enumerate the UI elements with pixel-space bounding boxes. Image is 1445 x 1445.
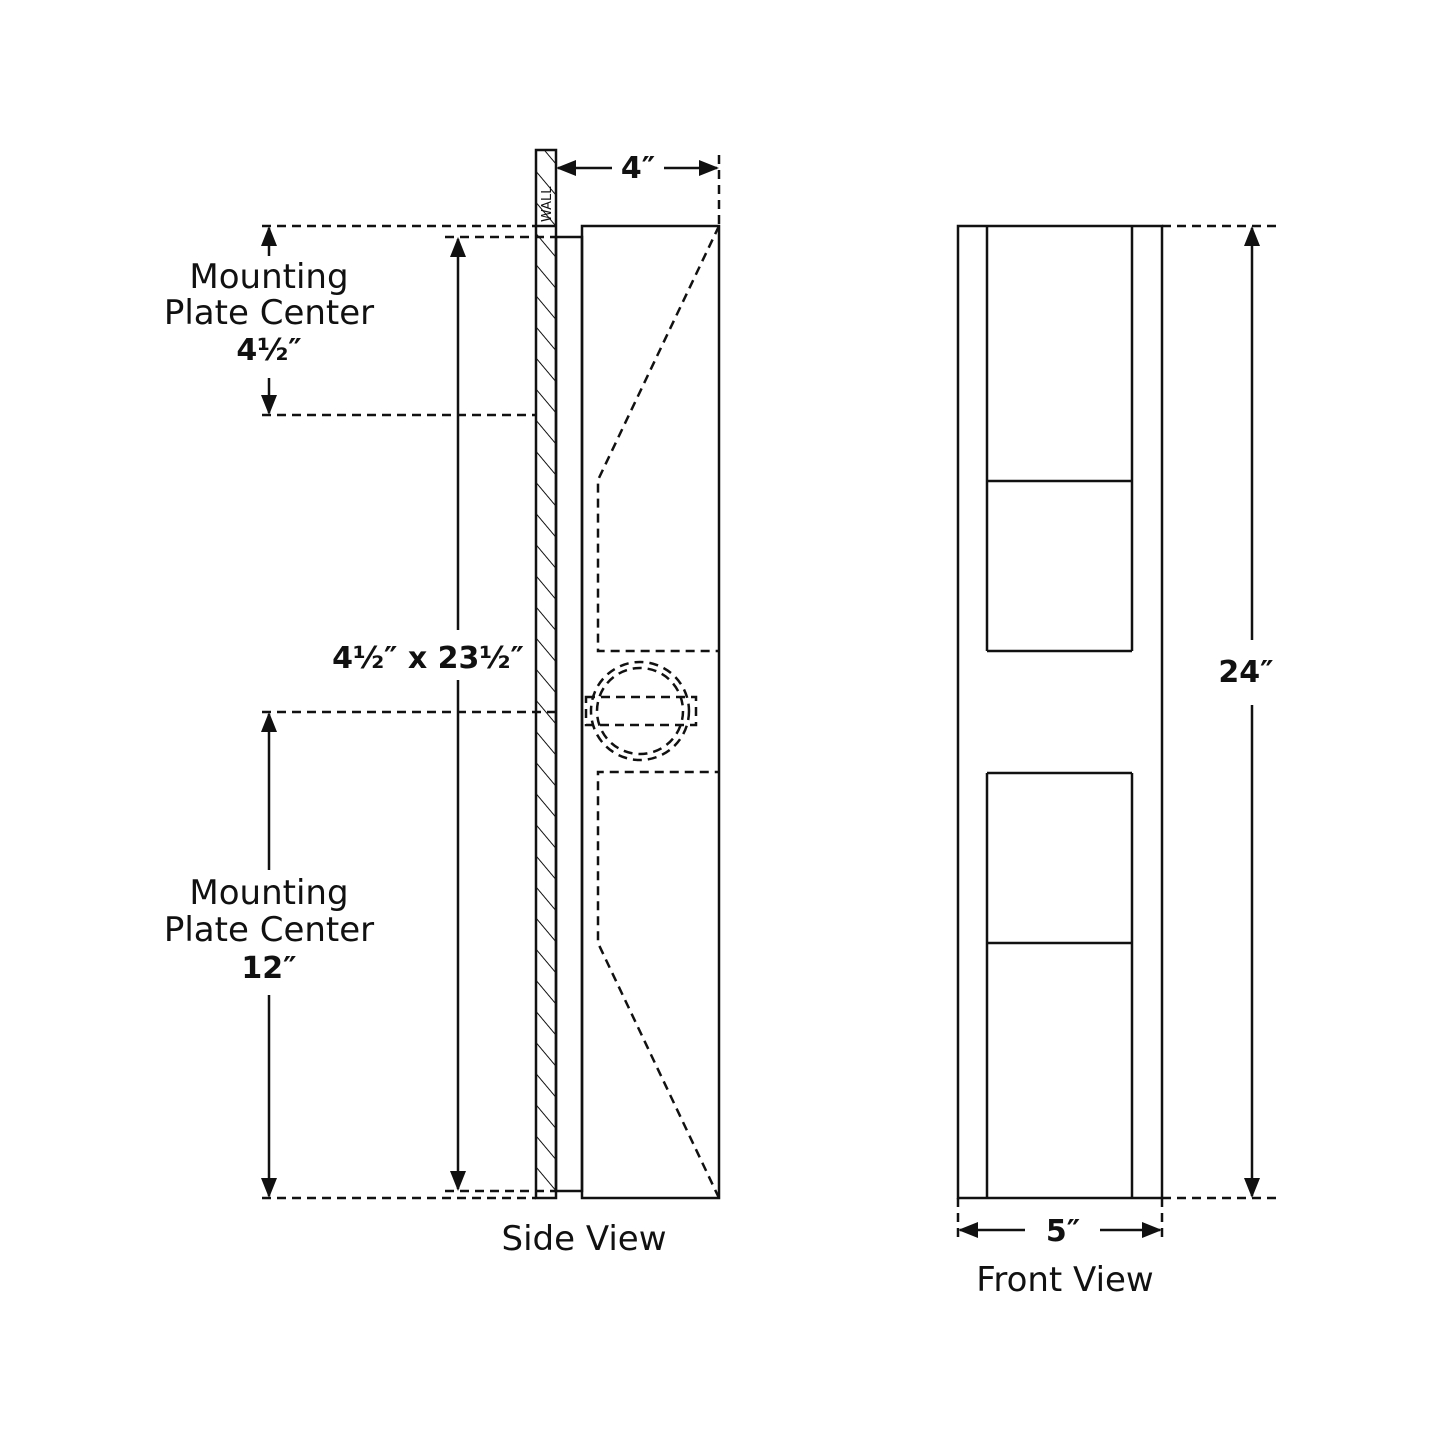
hidden-line-lower — [596, 770, 721, 1199]
knob — [584, 660, 698, 762]
upper-center-line2: Plate Center — [164, 293, 374, 333]
hidden-line-upper — [596, 225, 721, 653]
wall — [534, 148, 558, 1200]
side-view-title: Side View — [501, 1219, 666, 1259]
upper-center-line1: Mounting — [189, 257, 348, 297]
upper-center-value: 4½″ — [236, 333, 301, 368]
lower-center-line2: Plate Center — [164, 910, 374, 950]
width-dim-label: 5″ — [1046, 1214, 1080, 1249]
plate-size-dimension: 4½″ x 23½″ — [332, 237, 524, 1191]
height-dimension: 24″ — [1218, 226, 1274, 1198]
lower-center-dimension: Mounting Plate Center 12″ — [164, 712, 374, 1198]
lower-center-value: 12″ — [241, 951, 296, 986]
lower-center-line1: Mounting — [189, 873, 348, 913]
plate-size-label: 4½″ x 23½″ — [332, 641, 524, 676]
front-view: 24″ 5″ Front View — [956, 224, 1276, 1300]
depth-dim-label: 4″ — [621, 151, 655, 186]
width-dimension: 5″ — [958, 1214, 1162, 1249]
side-view: WALL 4″ Mounting — [164, 148, 721, 1259]
fixture-body-front — [956, 224, 1164, 1200]
depth-dimension: 4″ — [556, 151, 719, 186]
wall-label: WALL — [540, 186, 555, 222]
fixture-body-side — [580, 224, 721, 1200]
mounting-plate — [554, 235, 584, 1193]
front-view-title: Front View — [976, 1260, 1154, 1300]
height-dim-label: 24″ — [1218, 655, 1273, 690]
upper-center-dimension: Mounting Plate Center 4½″ — [164, 226, 374, 415]
